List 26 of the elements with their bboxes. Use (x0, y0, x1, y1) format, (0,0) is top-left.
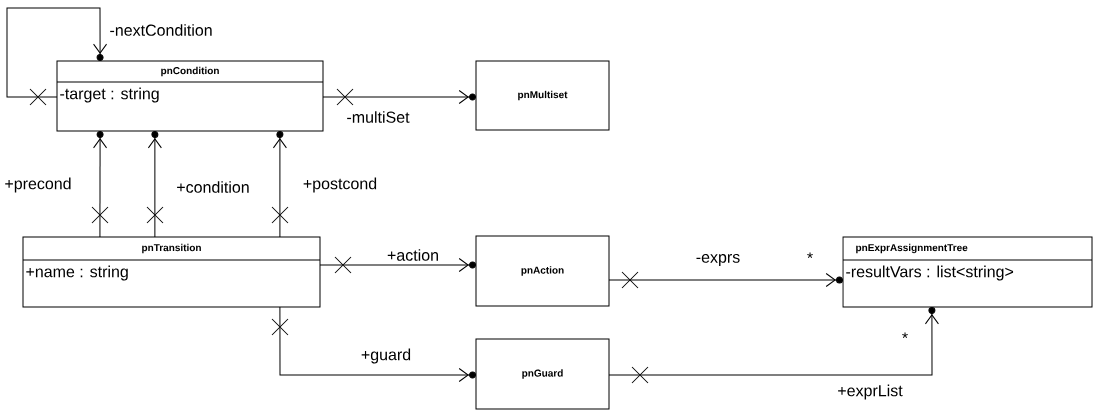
association-arrow (608, 307, 939, 384)
class-box: pnAction (475, 235, 610, 307)
edge-label: -nextCondition (110, 24, 212, 36)
multiplicity-label: * (902, 332, 908, 339)
association-arrow (271, 306, 476, 382)
association-arrow (608, 271, 843, 289)
class-box: pnGuard (475, 338, 610, 410)
edge-label: +exprList (838, 384, 903, 400)
edge-label: +postcond (303, 177, 377, 193)
class-box: pnTransition +name : string (22, 236, 321, 308)
association-arrow (6, 7, 108, 106)
edge-label: +guard (361, 348, 411, 364)
association-arrow (322, 88, 476, 106)
edge-label: -multiSet (347, 111, 410, 123)
multiplicity-label: * (807, 252, 813, 259)
class-box: pnExprAssignmentTree -resultVars : list<string> (842, 236, 1093, 308)
edge-label: -exprs (696, 254, 740, 266)
edge-label: +condition (177, 181, 249, 193)
association-arrow (271, 131, 289, 238)
edge-label: +action (387, 249, 438, 261)
association-arrow (319, 256, 476, 274)
edge-label: +precond (5, 177, 71, 193)
association-arrow (146, 131, 164, 238)
class-box: pnCondition -target : string (56, 60, 324, 132)
class-box: pnMultiset (475, 60, 610, 131)
association-arrow (91, 131, 109, 238)
